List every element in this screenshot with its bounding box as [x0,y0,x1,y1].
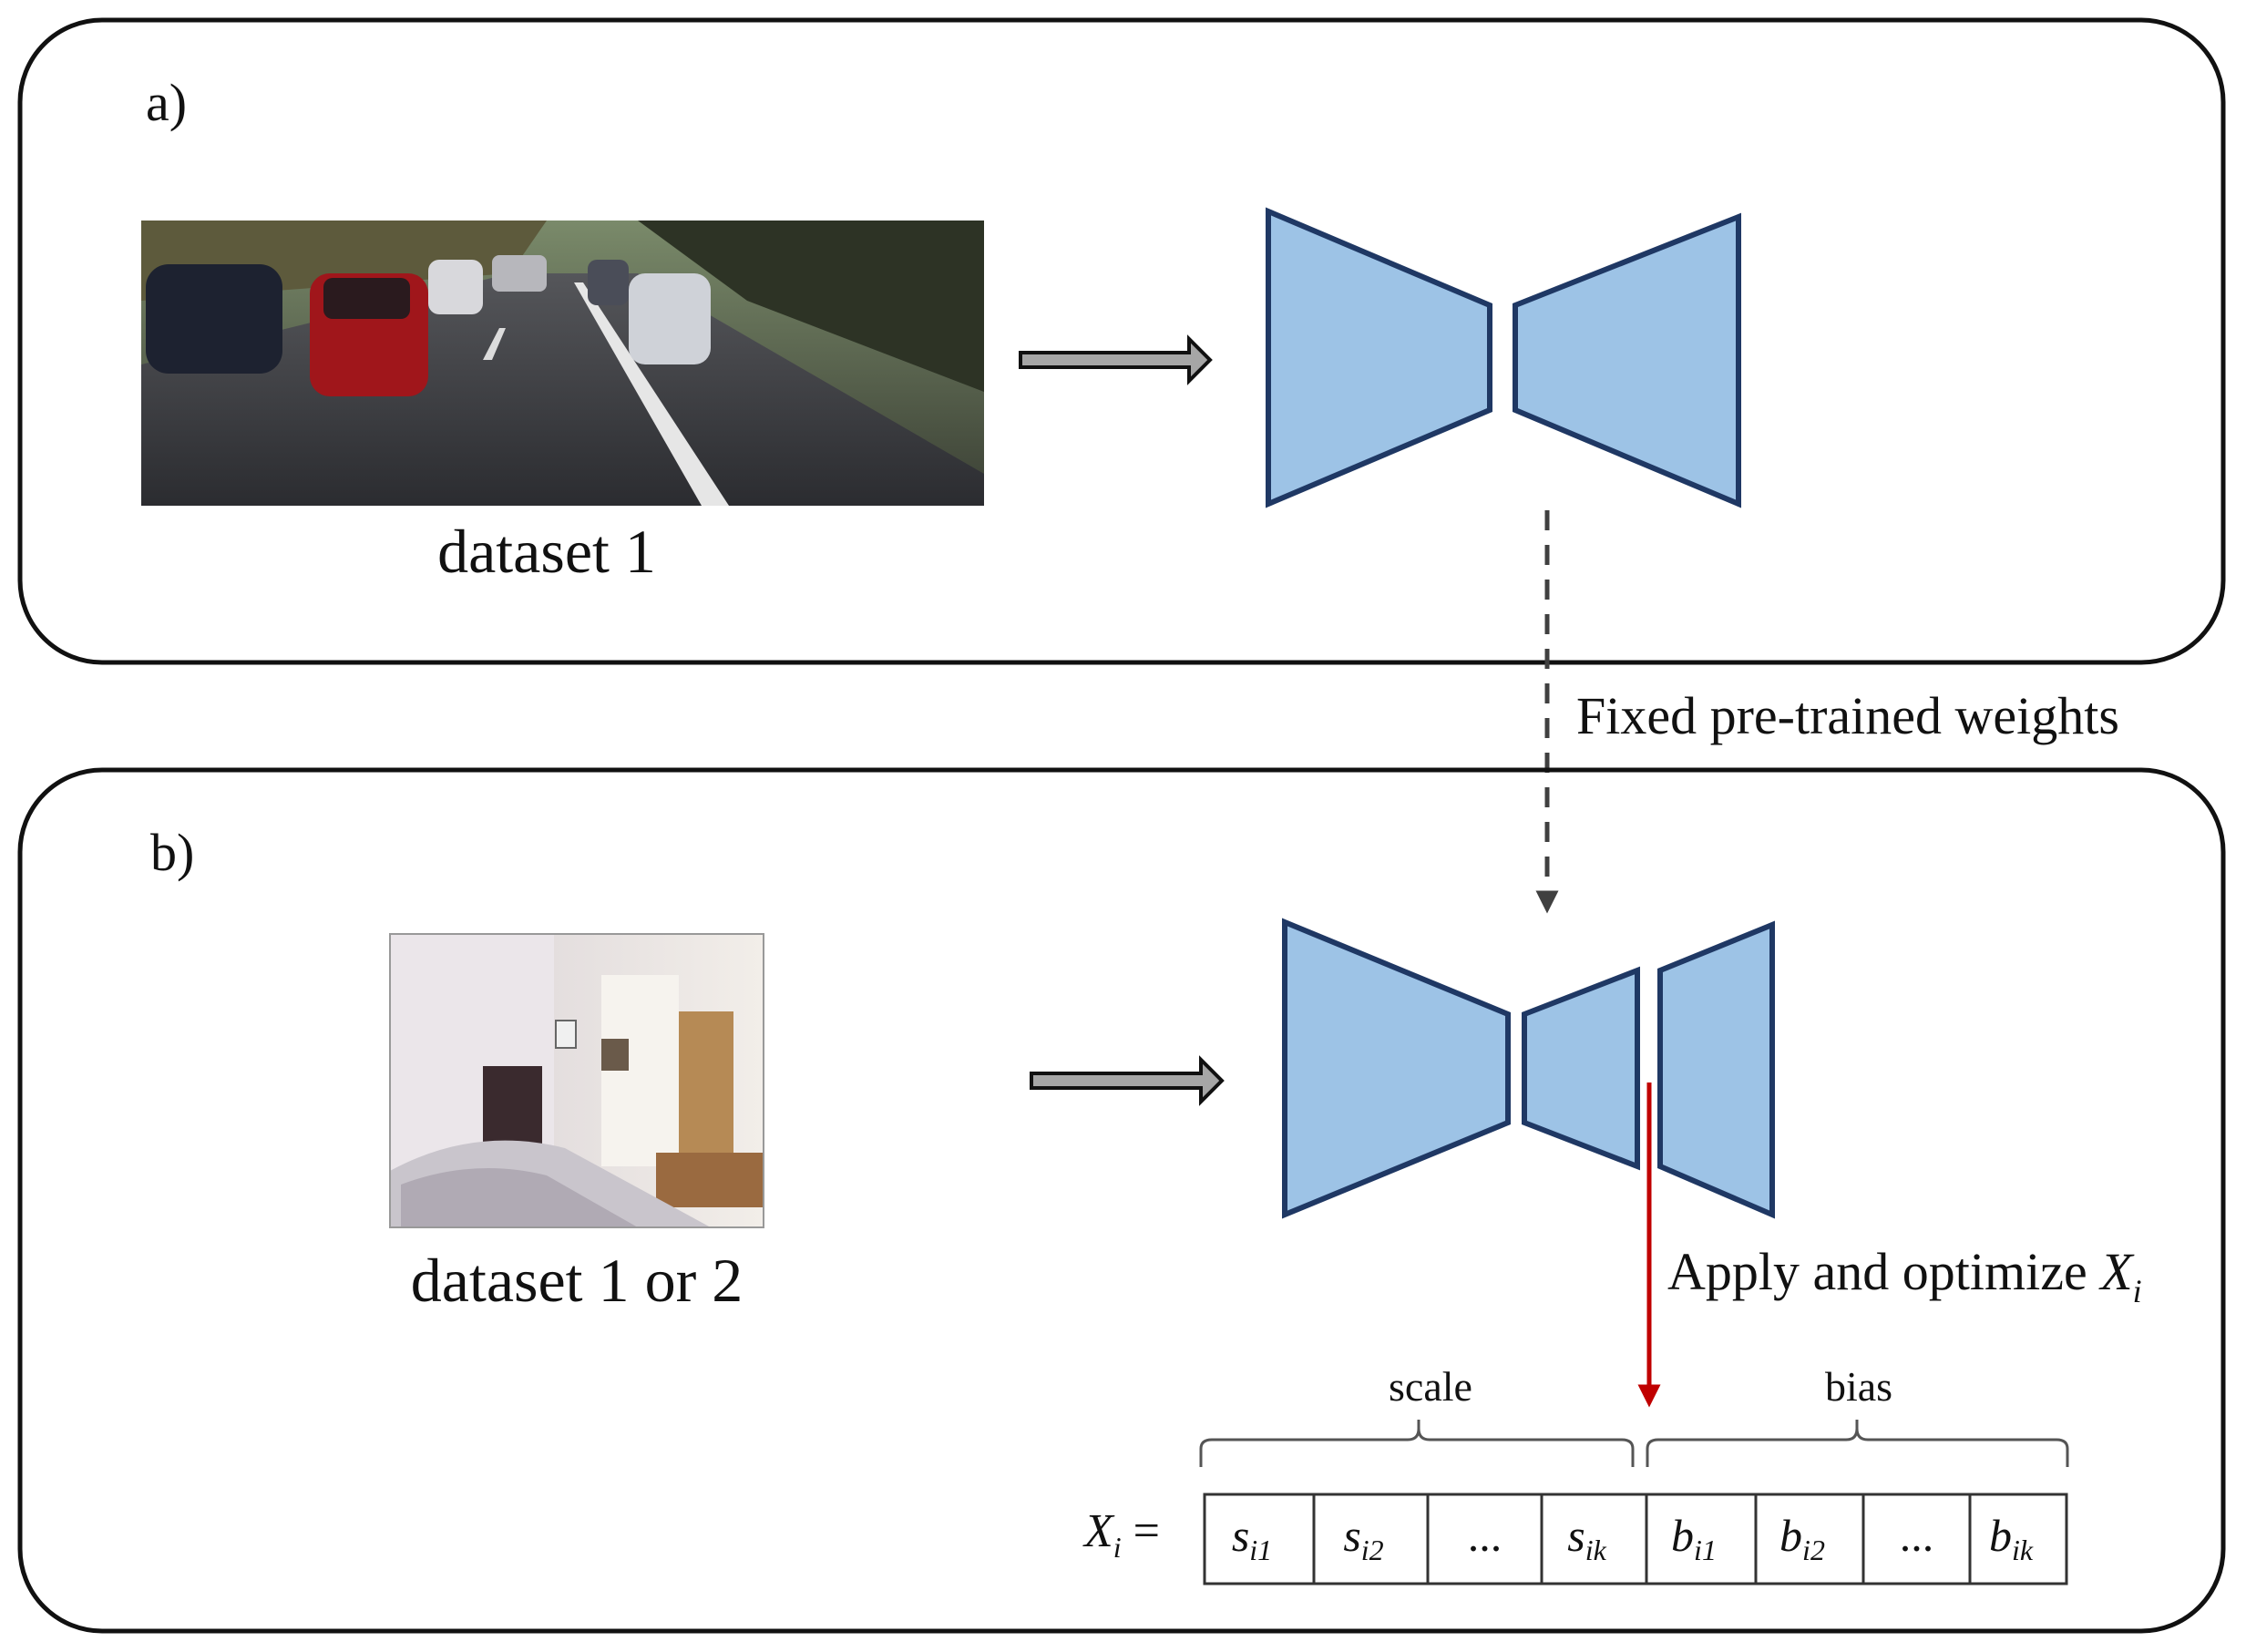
input-arrow-b [1030,1055,1225,1106]
parameter-vector: si1 si2... sik bi1 bi2... bik [1203,1493,2068,1585]
panel-a-label: a) [146,73,187,132]
scale-cell-label: ... [1468,1510,1502,1561]
bias-cell-box [1645,1493,1758,1585]
bias-cell-label: ... [1900,1510,1934,1561]
bias-cell-box [1754,1493,1865,1585]
scale-cell-label: si1 [1232,1510,1272,1566]
bias-label: bias [1825,1363,1892,1410]
bias-cell-box [1861,1493,1972,1585]
panel-a-frame [17,17,2226,665]
scale-cell-label: sik [1567,1510,1606,1566]
adapted-network-b [1282,918,1775,1219]
bias-cell-label: bi2 [1779,1510,1825,1566]
bias-cell-label: bik [1989,1510,2034,1566]
scale-cell-label: si2 [1343,1510,1383,1566]
dataset-2-caption: dataset 1 or 2 [411,1246,743,1315]
dataset-1-caption: dataset 1 [437,517,656,586]
bias-cell-box [1968,1493,2068,1585]
scale-label: scale [1389,1363,1472,1410]
panel-b-label: b) [150,823,194,882]
dataset-2-image [389,933,764,1228]
dataset-1-image [141,221,984,506]
apply-optimize-label: Apply and optimize Xi [1667,1242,2142,1309]
encoder-block [1266,207,1492,508]
decoder-block-second [1657,920,1775,1219]
input-arrow-a [1019,334,1213,385]
pretrained-network-a [1266,207,1741,508]
scale-cell-box [1426,1493,1543,1585]
scale-cell-box [1203,1493,1316,1585]
encoder-block [1282,918,1511,1219]
scale-brace [1199,1420,1635,1467]
decoder-block [1513,212,1741,508]
decoder-block-first [1522,966,1640,1171]
fixed-weights-label: Fixed pre-trained weights [1576,686,2119,745]
scale-cell-box [1312,1493,1430,1585]
bias-cell-label: bi1 [1671,1510,1717,1566]
bias-brace [1646,1420,2069,1467]
vector-lhs: Xi = [1082,1505,1160,1564]
panel-b-frame [17,767,2226,1634]
